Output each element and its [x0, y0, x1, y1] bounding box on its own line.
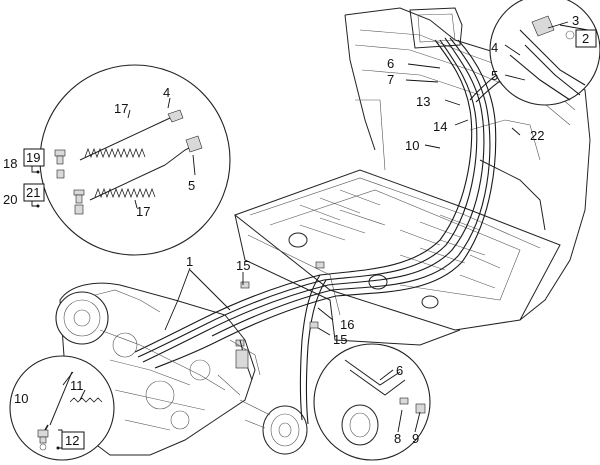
callout-10-bottom: 10: [14, 391, 28, 406]
callout-13: 13: [416, 94, 430, 109]
callout-16: 16: [340, 317, 354, 332]
callout-5-left: 5: [188, 178, 195, 193]
callout-10-top: 10: [405, 138, 419, 153]
callout-12: 12: [65, 433, 79, 448]
callout-19: 19: [26, 150, 40, 165]
callout-17-top: 17: [114, 101, 128, 116]
callout-21: 21: [26, 185, 40, 200]
callout-2-box: [575, 29, 597, 48]
callout-1: 1: [186, 254, 193, 269]
callout-4-left: 4: [163, 85, 170, 100]
callout-17-bottom: 17: [136, 204, 150, 219]
inset-bottom-left: [9, 355, 115, 461]
spring-upper: [79, 109, 184, 161]
spring-lower: [89, 135, 203, 201]
callout-15-right: 15: [333, 332, 347, 347]
callout-7: 7: [387, 72, 394, 87]
callout-6-top: 6: [387, 56, 394, 71]
callout-3: 3: [572, 13, 579, 28]
cable-bundle: [134, 37, 531, 425]
scooter-frame: [233, 7, 591, 346]
leader-lines: [62, 21, 589, 433]
callout-12-box: [61, 431, 85, 450]
callout-15-left: 15: [236, 258, 250, 273]
callout-8: 8: [394, 431, 401, 446]
callout-2: 2: [582, 31, 589, 46]
inset-bottom-right: [313, 343, 431, 461]
callout-22: 22: [530, 128, 544, 143]
callout-19-box: [23, 148, 45, 167]
callout-20: 20: [3, 192, 17, 207]
callout-11: 11: [70, 378, 84, 393]
callout-5-right: 5: [491, 68, 498, 83]
callout-18: 18: [3, 156, 17, 171]
inset-top-right: [489, 0, 600, 106]
inset-cable-detail: [39, 64, 231, 256]
callout-14: 14: [433, 119, 447, 134]
callout-4-right: 4: [491, 40, 498, 55]
callout-21-box: [23, 183, 45, 202]
callout-6-bottom: 6: [396, 363, 403, 378]
callout-labels: 1 3 2 4 5 4 5 6 7 6 8 9 10 11 12 13 14 1…: [3, 13, 597, 450]
callout-9: 9: [412, 431, 419, 446]
